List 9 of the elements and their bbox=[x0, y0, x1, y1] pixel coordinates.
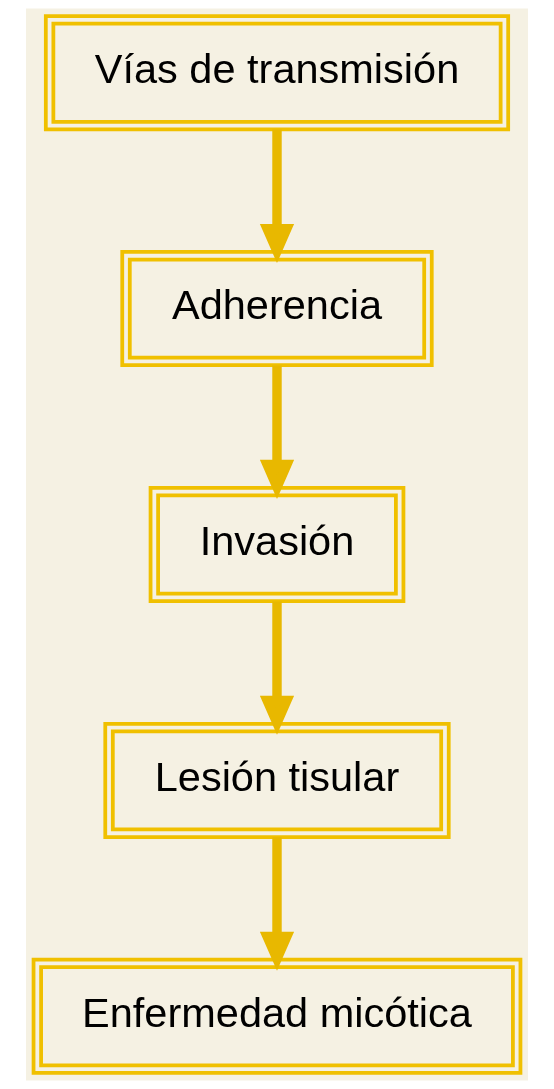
arrow bbox=[259, 601, 295, 735]
node-box: Enfermedad micótica bbox=[31, 957, 523, 1075]
node-box: Invasión bbox=[148, 486, 406, 603]
arrow bbox=[259, 365, 295, 499]
node-box: Vías de transmisión bbox=[43, 14, 511, 132]
arrow bbox=[259, 837, 295, 971]
arrow bbox=[259, 129, 295, 264]
node-box: Lesión tisular bbox=[103, 721, 451, 839]
node-box: Adherencia bbox=[120, 250, 434, 368]
